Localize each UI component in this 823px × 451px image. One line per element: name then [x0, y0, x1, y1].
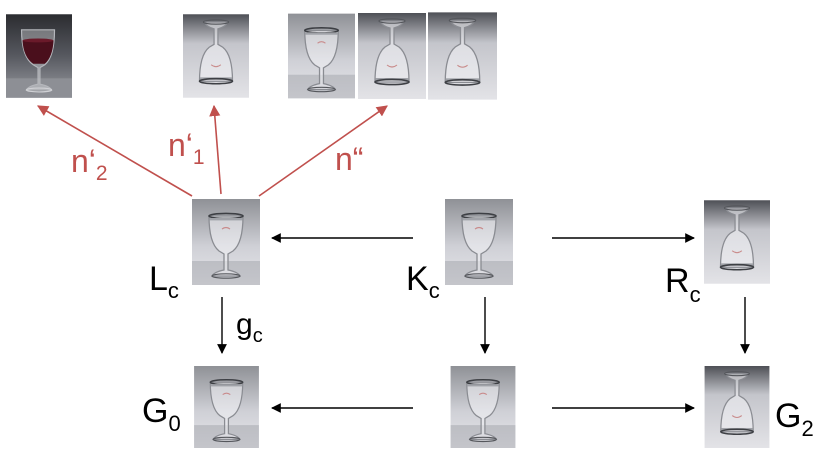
- label-n1-sub: 1: [193, 146, 205, 169]
- label-R-sub: c: [690, 282, 701, 307]
- label-n2-main: n‘: [71, 143, 96, 179]
- label-nq-main: n“: [335, 141, 363, 177]
- label-gc-sub: c: [253, 325, 263, 347]
- label-G2-main: G: [775, 397, 801, 435]
- image-G0: [193, 366, 260, 448]
- label-n2: n‘2: [71, 143, 108, 185]
- label-R: Rc: [665, 262, 701, 307]
- image-R: [704, 199, 770, 285]
- image-G1: [449, 366, 517, 448]
- label-L-main: L: [149, 260, 168, 298]
- label-n2-sub: 2: [96, 162, 108, 185]
- label-n1: n‘1: [168, 127, 205, 169]
- label-K-sub: c: [429, 278, 440, 303]
- image-L: [192, 198, 260, 286]
- image-top-inverted-glass: [183, 13, 249, 99]
- arrow-n2-to-wine-glass: [37, 105, 193, 197]
- label-G2-sub: 2: [801, 416, 813, 441]
- image-top-triple-inverted-1: [358, 12, 426, 100]
- label-L-sub: c: [168, 278, 179, 303]
- label-G0: G0: [142, 392, 181, 436]
- label-G0-sub: 0: [168, 411, 180, 436]
- image-G2: [704, 366, 770, 448]
- arrow-nq-to-triple: [258, 105, 388, 197]
- label-n1-main: n‘: [168, 127, 193, 163]
- label-K: Kc: [406, 260, 440, 303]
- arrow-n1-to-inverted-glass: [209, 104, 222, 195]
- image-top-triple-inverted-2: [428, 12, 497, 100]
- label-R-main: R: [665, 262, 690, 300]
- label-K-main: K: [406, 260, 429, 298]
- label-gc: gc: [236, 308, 263, 347]
- image-K: [445, 198, 513, 286]
- label-L: Lc: [149, 260, 179, 303]
- label-gc-main: g: [236, 308, 253, 341]
- label-nq: n“: [335, 141, 363, 177]
- image-top-triple-glasses: [288, 12, 497, 100]
- label-G0-main: G: [142, 392, 168, 430]
- image-top-triple-upright: [288, 12, 355, 100]
- label-G2: G2: [775, 397, 814, 441]
- image-top-wine-glass: [6, 13, 72, 99]
